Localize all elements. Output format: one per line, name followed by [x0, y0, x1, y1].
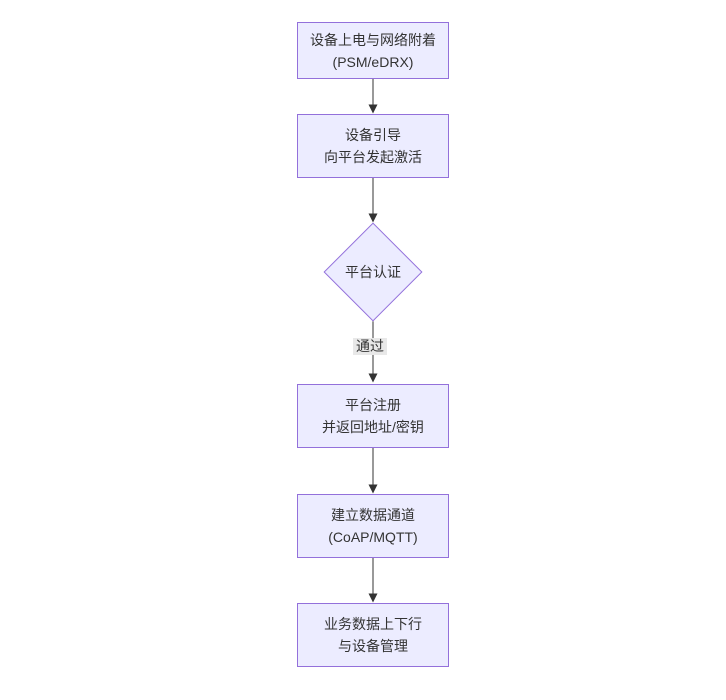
- node-register: 平台注册 并返回地址/密钥: [297, 384, 449, 448]
- node-register-line2: 并返回地址/密钥: [322, 419, 424, 435]
- arrowhead-icon: [368, 593, 378, 603]
- arrowhead-icon: [368, 213, 378, 223]
- edge-register-to-channel: [368, 448, 378, 494]
- node-data-channel: 建立数据通道 (CoAP/MQTT): [297, 494, 449, 558]
- edge-label-pass: 通过: [353, 338, 387, 355]
- node-bootstrap: 设备引导 向平台发起激活: [297, 114, 449, 178]
- node-business-data-line1: 业务数据上下行: [324, 616, 422, 632]
- node-business-data-line2: 与设备管理: [338, 638, 408, 654]
- arrowhead-icon: [368, 104, 378, 114]
- node-data-channel-line1: 建立数据通道: [331, 507, 415, 523]
- node-register-line1: 平台注册: [345, 397, 401, 413]
- node-business-data: 业务数据上下行 与设备管理: [297, 603, 449, 667]
- edge-bootstrap-to-auth: [368, 178, 378, 223]
- node-bootstrap-line1: 设备引导: [345, 127, 401, 143]
- node-auth-decision-label: 平台认证: [345, 264, 401, 280]
- edge-power-to-bootstrap: [368, 79, 378, 114]
- arrowhead-icon: [368, 373, 378, 383]
- node-power-attach-line1: 设备上电与网络附着: [310, 31, 436, 48]
- arrowhead-icon: [368, 484, 378, 494]
- node-power-attach: 设备上电与网络附着 (PSM/eDRX): [297, 22, 449, 79]
- node-power-attach-line2: (PSM/eDRX): [332, 53, 414, 70]
- node-bootstrap-line2: 向平台发起激活: [324, 149, 422, 165]
- edge-channel-to-business: [368, 558, 378, 603]
- node-data-channel-line2: (CoAP/MQTT): [328, 529, 418, 545]
